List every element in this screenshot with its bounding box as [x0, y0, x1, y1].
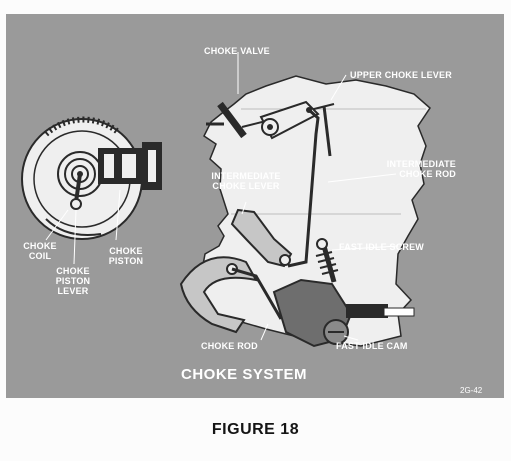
choke-piston: [98, 142, 162, 190]
label-choke-piston-lever-line-3: LEVER: [57, 286, 89, 296]
fast-idle-screw: [315, 238, 339, 283]
label-choke-piston: CHOKE PISTON: [104, 246, 148, 266]
label-intermediate-choke-rod-line-1: INTERMEDIATE: [386, 159, 456, 169]
figure-reference-code: 2G-42: [460, 386, 483, 395]
intermediate-choke-rod: [287, 105, 332, 268]
figure-system-title: CHOKE SYSTEM: [181, 366, 308, 383]
figure-caption: FIGURE 18: [211, 421, 300, 438]
label-intermediate-choke-lever: INTERMEDIATE CHOKE LEVER: [202, 171, 290, 191]
label-intermediate-choke-rod-line-2: CHOKE ROD: [399, 169, 456, 179]
label-fast-idle-screw: FAST IDLE SCREW: [339, 242, 425, 252]
label-choke-piston-line-1: CHOKE: [109, 246, 143, 256]
label-choke-piston-lever-line-1: CHOKE: [56, 266, 90, 276]
choke-valve: [206, 101, 247, 139]
choke-piston-lever: [70, 173, 82, 210]
label-choke-piston-lever-line-2: PISTON: [55, 276, 91, 286]
label-intermediate-choke-rod: INTERMEDIATE CHOKE ROD: [378, 159, 456, 179]
fast-idle-cam: [272, 278, 353, 348]
choke-housing-assembly: [21, 116, 162, 240]
label-intermediate-choke-lever-line-2: CHOKE LEVER: [212, 181, 280, 191]
leader-lines: [45, 52, 399, 341]
label-choke-rod: CHOKE ROD: [201, 341, 258, 351]
throttle-linkage: [346, 304, 415, 318]
label-fast-idle-cam: FAST IDLE CAM: [336, 341, 408, 351]
label-choke-piston-line-2: PISTON: [108, 256, 144, 266]
label-choke-coil-line-2: COIL: [28, 251, 52, 261]
label-choke-valve: CHOKE VALVE: [204, 46, 270, 56]
choke-rod: [231, 267, 283, 320]
label-choke-coil-line-1: CHOKE: [23, 241, 57, 251]
choke-system-illustration: [21, 52, 431, 348]
label-upper-choke-lever: UPPER CHOKE LEVER: [350, 70, 452, 80]
label-choke-piston-lever: CHOKE PISTON LEVER: [50, 266, 96, 296]
choke-system-figure: CHOKE VALVE UPPER CHOKE LEVER INTERMEDIA…: [6, 14, 504, 398]
label-intermediate-choke-lever-line-1: INTERMEDIATE: [211, 171, 281, 181]
label-choke-coil: CHOKE COIL: [20, 241, 60, 261]
